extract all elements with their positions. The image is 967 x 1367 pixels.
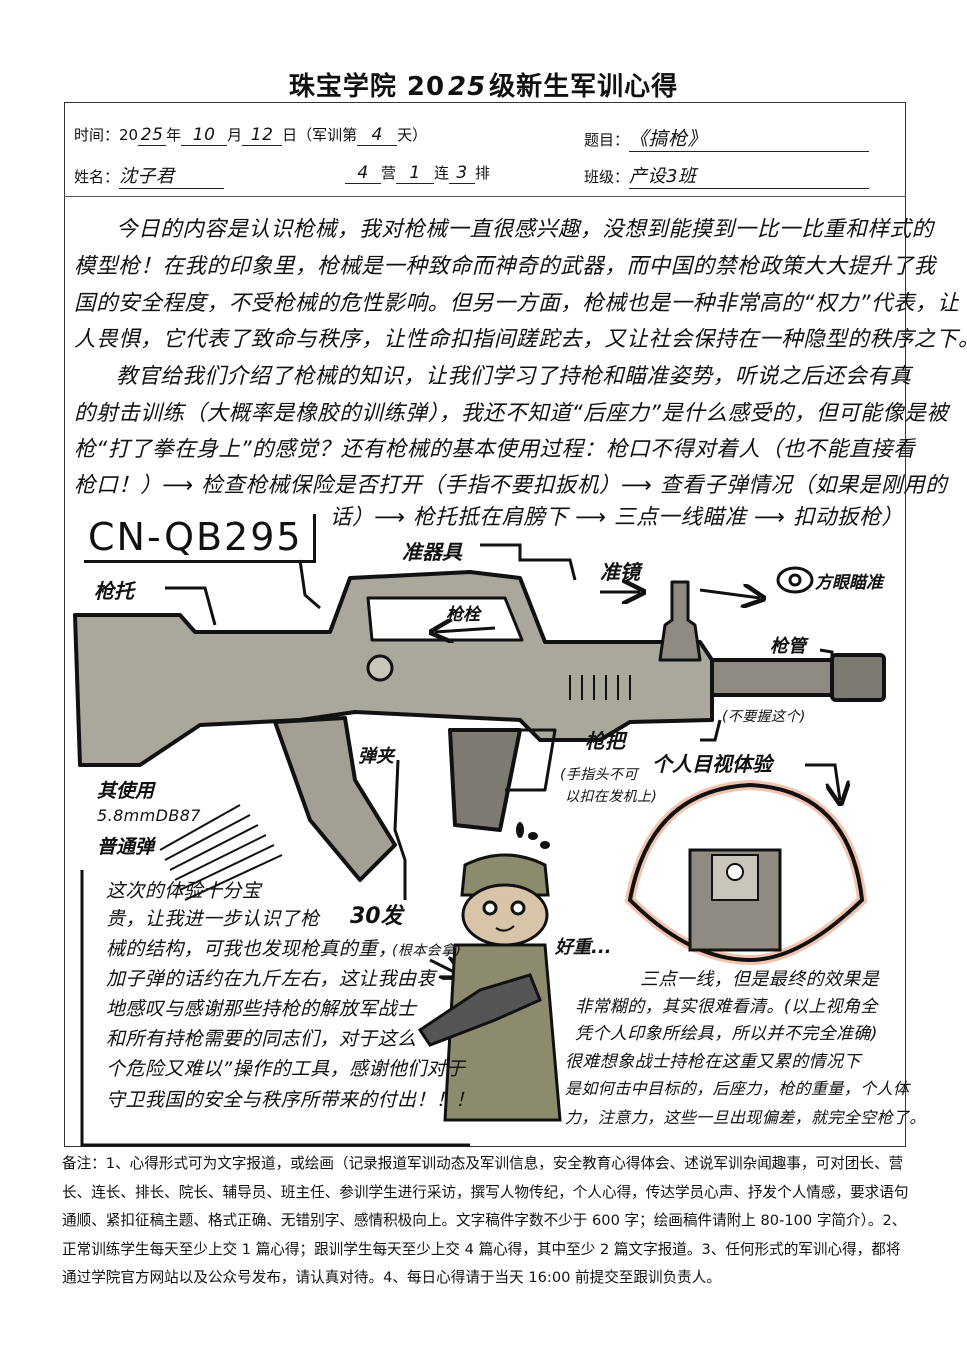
class-field: 班级：产设3班	[584, 162, 870, 189]
label-can-hold: (根本会拿)	[392, 943, 462, 959]
eye-icon	[776, 566, 814, 594]
left-text-line: 这次的体验十分宝	[106, 880, 262, 902]
soldier-rifle	[417, 973, 542, 1047]
label-barrel: 枪管	[770, 636, 806, 657]
rifle-body	[73, 570, 714, 767]
name-field: 姓名：沈子君	[74, 162, 225, 189]
left-text-line: 械的结构，可我也发现枪真的重，	[106, 938, 398, 960]
left-text-line: 和所有持枪需要的同志们，对于这么	[106, 1028, 417, 1050]
left-text-line: 个危险又难以”操作的工具，感谢他们对于	[106, 1058, 466, 1080]
label-leader-lines	[80, 543, 840, 1147]
left-text-line: 贵，让我进一步认识了枪	[106, 908, 320, 930]
right-text-line: 三点一线，但是最终的效果是	[640, 969, 880, 990]
left-text-line: 加子弹的话约在九斤左右，这让我由衷	[106, 968, 436, 990]
label-trigger-note-2: 以扣在发机上)	[565, 789, 658, 805]
body-line: 今日的内容是认识枪械，我对枪械一直很感兴趣，没想到能摸到一比一比重和样式的	[116, 217, 934, 242]
label-heavy: 好重...	[555, 937, 612, 958]
scope-view	[624, 779, 868, 966]
form-frame	[64, 102, 906, 1147]
label-personal-view: 个人目视体验	[652, 752, 772, 776]
rifle-stud	[366, 654, 394, 682]
label-scope: 准镜	[600, 560, 640, 584]
label-sight-device: 准器具	[402, 540, 462, 564]
body-line: 的射击训练（大概率是橡胶的训练弹），我还不知道“后座力”是什么感受的，但可能像是…	[74, 401, 949, 426]
label-trigger-note-1: (手指头不可	[560, 767, 638, 783]
label-aim: 方眼瞄准	[815, 573, 883, 593]
soldier-face	[461, 883, 549, 947]
body-line: 枪“打了拳在身上”的感觉？还有枪械的基本使用过程：枪口不得对着人（也不能直接看	[74, 437, 916, 462]
trigger-guard	[505, 728, 557, 792]
body-line: 人畏惧，它代表了致命与秩序，让性命扣指间蹉跎去，又让社会保持在一种隐型的秩序之下…	[74, 327, 967, 352]
right-text-line: 很难想象战士持枪在这重又累的情况下	[565, 1052, 861, 1072]
barrel	[710, 658, 834, 697]
right-text-line: 凭个人印象所绘具，所以并不完全准确)	[575, 1024, 878, 1044]
body-line: 枪口！）⟶ 检查枪械保险是否打开（手指不要扣扳机）⟶ 查看子弹情况（如果是刚用的	[74, 473, 948, 498]
right-text-line: 是如何击中目标的，后座力，枪的重量，个人体	[565, 1079, 910, 1098]
label-barrel-note: (不要握这个)	[722, 709, 806, 725]
notes: 备注：1、心得形式可为文字报道，或绘画（记录报道军训动态及军训信息，安全教育心得…	[62, 1155, 909, 1286]
topic-field: 题目：《搞枪》	[584, 124, 870, 152]
magazine	[273, 716, 397, 882]
soldier-cap	[460, 853, 550, 897]
right-text-line: 力，注意力，这些一旦出现偏差，就完全空枪了。	[565, 1108, 926, 1127]
body-line: 国的安全程度，不受枪械的危性影响。但另一方面，枪械也是一种非常高的“权力”代表，…	[74, 291, 960, 316]
left-text-line: 地感叹与感谢那些持枪的解放军战士	[106, 998, 417, 1020]
header-divider	[64, 196, 906, 197]
left-text-line: 守卫我国的安全与秩序所带来的付出！！！	[106, 1089, 475, 1111]
body-line: 教官给我们介绍了枪械的知识，让我们学习了持枪和瞄准姿势，听说之后还会有真	[116, 364, 912, 389]
muzzle	[830, 653, 886, 702]
soldier-figure	[417, 822, 562, 1122]
body-line: 模型枪！在我的印象里，枪械是一种致命而神奇的武器，而中国的禁枪政策大大提升了我	[74, 254, 936, 279]
body-line: 话）⟶ 枪托抵在肩膀下 ⟶ 三点一线瞄准 ⟶ 扣动扳枪）	[330, 505, 904, 530]
label-ammo-1: 其使用	[97, 780, 155, 802]
carry-handle-window	[366, 596, 524, 642]
label-ammo-2: 5.8mmDB87	[97, 806, 201, 825]
model-name: CN-QB295	[84, 514, 316, 563]
label-ammo-3: 普通弹	[97, 836, 155, 858]
front-sight	[658, 580, 702, 662]
label-grip: 枪把	[585, 729, 625, 753]
label-rounds: 30发	[350, 904, 403, 929]
pistol-grip	[448, 728, 522, 832]
label-bolt: 枪栓	[446, 605, 480, 625]
label-stock: 枪托	[94, 579, 134, 603]
label-magazine: 弹夹	[358, 746, 394, 767]
ammo-hatching	[159, 804, 283, 901]
right-text-line: 非常糊的，其实很难看清。(以上视角全	[575, 997, 878, 1017]
